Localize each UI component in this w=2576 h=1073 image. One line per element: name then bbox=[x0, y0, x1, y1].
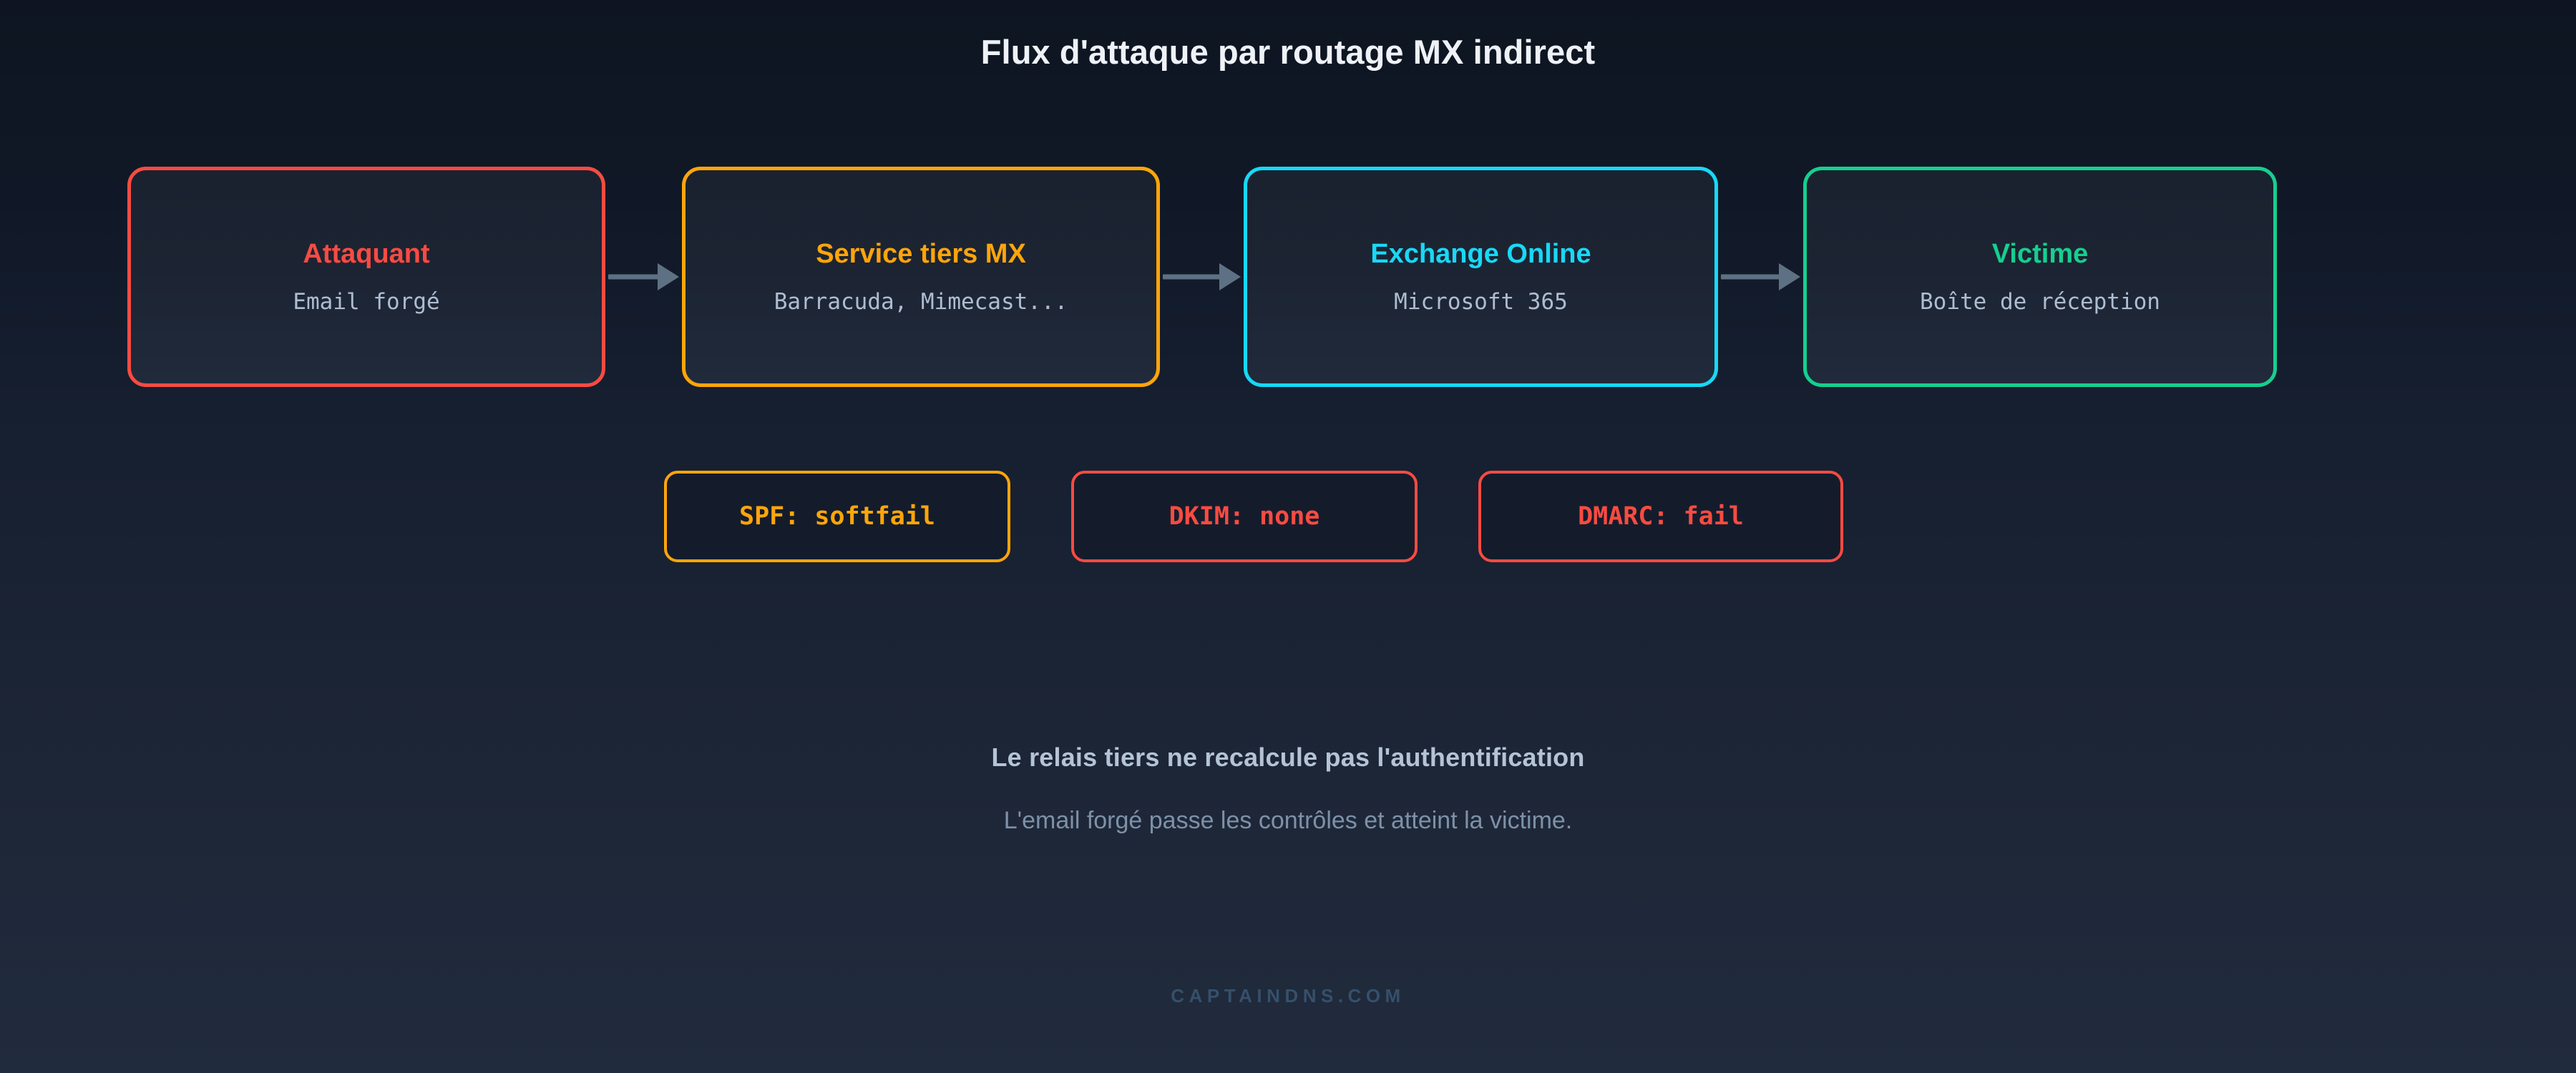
auth-results-row: SPF: softfail DKIM: none DMARC: fail bbox=[0, 471, 2576, 562]
flow-arrow-icon bbox=[1163, 263, 1241, 290]
arrow-shaft bbox=[1721, 274, 1780, 280]
page-title: Flux d'attaque par routage MX indirect bbox=[980, 33, 1596, 71]
flow-arrow-icon bbox=[608, 263, 679, 290]
arrow-head bbox=[1219, 263, 1241, 290]
flow-node-subtitle: Email forgé bbox=[293, 289, 440, 315]
flow-node-title: Victime bbox=[1991, 239, 2089, 269]
flow-node-attacker: Attaquant Email forgé bbox=[127, 167, 605, 387]
flow-node-subtitle: Barracuda, Mimecast... bbox=[774, 289, 1068, 315]
flow-node-subtitle: Boîte de réception bbox=[1920, 289, 2160, 315]
flow-node-title: Attaquant bbox=[303, 239, 430, 269]
caption-subtext: L'email forgé passe les contrôles et att… bbox=[1003, 807, 1573, 834]
arrow-shaft bbox=[1163, 274, 1221, 280]
status-badge-dmarc: DMARC: fail bbox=[1478, 471, 1843, 562]
caption-headline: Le relais tiers ne recalcule pas l'authe… bbox=[991, 743, 1585, 772]
footer-brand-watermark: CAPTAINDNS.COM bbox=[1171, 985, 1405, 1006]
arrow-shaft bbox=[608, 274, 659, 280]
attack-flow-diagram: Attaquant Email forgé Service tiers MX B… bbox=[127, 167, 2277, 387]
flow-node-title: Exchange Online bbox=[1370, 239, 1591, 269]
status-badge-dkim: DKIM: none bbox=[1071, 471, 1418, 562]
status-badge-spf: SPF: softfail bbox=[664, 471, 1010, 562]
arrow-head bbox=[658, 263, 679, 290]
flow-node-subtitle: Microsoft 365 bbox=[1394, 289, 1568, 315]
flow-node-third-party-mx: Service tiers MX Barracuda, Mimecast... bbox=[682, 167, 1160, 387]
flow-arrow-icon bbox=[1721, 263, 1800, 290]
flow-node-exchange-online: Exchange Online Microsoft 365 bbox=[1244, 167, 1718, 387]
flow-node-victim: Victime Boîte de réception bbox=[1803, 167, 2277, 387]
flow-node-title: Service tiers MX bbox=[816, 239, 1026, 269]
arrow-head bbox=[1779, 263, 1800, 290]
